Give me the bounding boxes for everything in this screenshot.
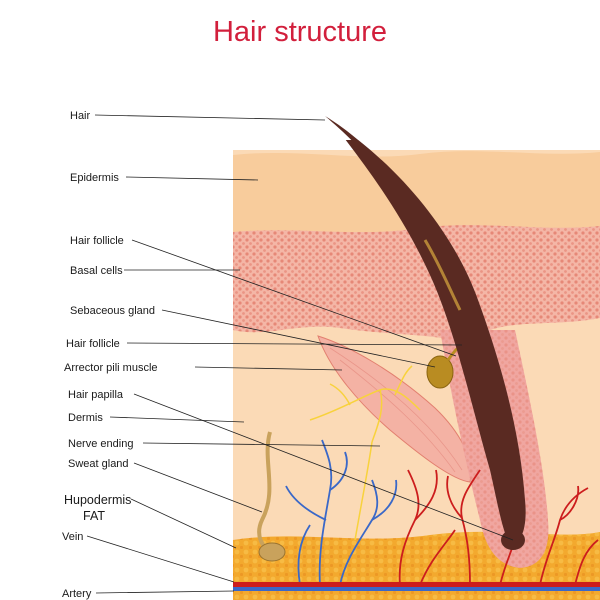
- leader-lines: [86, 114, 514, 594]
- diagram-title: Hair structure: [212, 16, 388, 48]
- label-dermis: Dermis: [68, 412, 103, 424]
- basal-cell-dots: [233, 225, 600, 340]
- hair-tip: [325, 116, 380, 162]
- label-nerve-ending: Nerve ending: [68, 438, 133, 450]
- sebaceous-gland: [426, 355, 454, 389]
- label-hypodermis: Hupodermis: [64, 493, 131, 507]
- label-vein: Vein: [62, 531, 83, 543]
- muscle-fibers: [329, 347, 463, 473]
- label-sebaceous-gland: Sebaceous gland: [70, 305, 155, 317]
- label-epidermis: Epidermis: [70, 172, 119, 184]
- label-hair-papilla: Hair papilla: [68, 389, 124, 401]
- hair-shaft: [345, 140, 526, 545]
- label-hair: Hair: [70, 110, 91, 122]
- artery-network: [398, 469, 599, 586]
- artery-vessel: [233, 582, 600, 587]
- hair-cuticle: [423, 239, 462, 311]
- vein-network: [285, 439, 398, 586]
- label-hair-follicle-2: Hair follicle: [66, 338, 120, 350]
- label-artery: Artery: [62, 588, 92, 600]
- vein-vessel: [233, 587, 600, 591]
- nerve-ending: [309, 365, 421, 541]
- label-fat: FAT: [83, 509, 105, 523]
- epidermis-layer: [233, 151, 600, 232]
- sweat-gland-coil: [258, 542, 286, 562]
- label-arrector-pili-muscle: Arrector pili muscle: [64, 362, 158, 374]
- label-sweat-gland: Sweat gland: [68, 458, 129, 470]
- label-basal-cells: Basal cells: [70, 265, 123, 277]
- label-hair-follicle: Hair follicle: [70, 235, 124, 247]
